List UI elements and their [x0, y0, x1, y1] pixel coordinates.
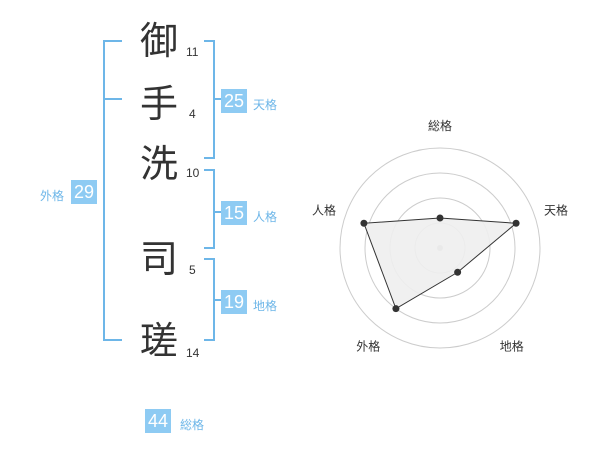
name-char-4: 司 [140, 237, 179, 281]
chikaku-bracket [204, 258, 215, 341]
radar-point-4 [360, 219, 368, 227]
stroke-count-1: 11 [186, 45, 199, 59]
radar-axis-label-4: 人格 [312, 202, 336, 217]
radar-series-area [363, 217, 518, 310]
chikaku-label: 地格 [253, 299, 278, 313]
radar-axis-label-1: 天格 [544, 202, 568, 217]
stroke-count-5: 14 [186, 346, 200, 360]
soukaku-label: 総格 [180, 418, 205, 432]
radar-points [360, 214, 520, 313]
stroke-count-3: 10 [186, 166, 200, 180]
radar-point-1 [512, 219, 520, 227]
soukaku-score: 44 [145, 409, 172, 433]
radar-point-0 [436, 214, 444, 222]
jinkaku-bracket [204, 169, 215, 249]
radar-point-2 [454, 268, 462, 276]
name-char-1: 御 [140, 19, 179, 63]
stroke-count-2: 4 [189, 107, 196, 121]
name-char-2: 手 [140, 82, 179, 126]
radar-ring-3 [364, 172, 516, 324]
radar-axis-label-0: 総格 [428, 118, 452, 133]
radar-ring-4 [339, 147, 541, 349]
tenkaku-score: 25 [221, 89, 248, 113]
radar-axis-label-3: 外格 [356, 339, 380, 354]
name-char-5: 瑳 [140, 319, 179, 363]
gaikaku-bracket [103, 40, 122, 341]
name-char-3: 洗 [140, 142, 179, 186]
tenkaku-bracket [204, 40, 215, 159]
jinkaku-score: 15 [221, 201, 248, 225]
radar-point-3 [392, 305, 400, 313]
jinkaku-label: 人格 [253, 210, 278, 224]
chikaku-score: 19 [221, 290, 248, 314]
stroke-count-4: 5 [189, 263, 196, 277]
gaikaku-label: 外格 [40, 189, 65, 203]
radar-axis-label-2: 地格 [500, 339, 524, 354]
gaikaku-score: 29 [71, 180, 98, 204]
tenkaku-label: 天格 [253, 98, 278, 112]
